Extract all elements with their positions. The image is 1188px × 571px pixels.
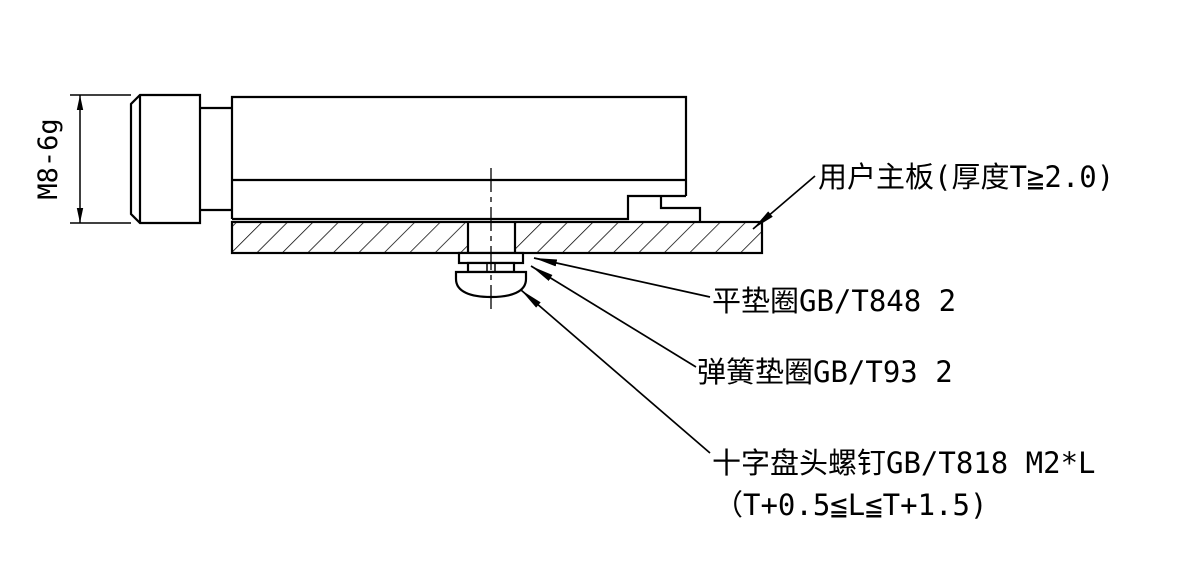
pcb-hatch-left xyxy=(233,223,467,252)
connector-cap xyxy=(129,93,202,225)
user-mainboard xyxy=(230,220,764,255)
body-outline xyxy=(230,95,688,219)
dim-arrow-bottom-icon xyxy=(76,208,84,223)
pcb-hatch-right xyxy=(516,223,761,252)
screw-hole-walls xyxy=(466,222,517,253)
callout-flat-washer: 平垫圈GB/T848 2 xyxy=(533,257,956,318)
screw-length-label: （T+0.5≦L≦T+1.5) xyxy=(714,488,987,522)
screw-label: 十字盘头螺钉GB/T818 M2*L xyxy=(712,446,1096,480)
connector xyxy=(129,93,232,225)
dim-arrow-top-icon xyxy=(76,95,84,110)
leader-spring-washer xyxy=(530,265,697,368)
device-body xyxy=(230,95,702,221)
callout-board: 用户主板(厚度T≧2.0) xyxy=(752,160,1114,230)
spring-washer-label: 弹簧垫圈GB/T93 2 xyxy=(697,355,953,389)
m8-dimension: M8-6g xyxy=(33,94,131,224)
leader-screw xyxy=(520,289,711,454)
dimension-label: M8-6g xyxy=(33,118,64,199)
callout-spring-washer: 弹簧垫圈GB/T93 2 xyxy=(530,265,953,389)
body-bottom xyxy=(232,194,686,221)
spring-washer-split xyxy=(486,263,496,272)
leader-board xyxy=(752,175,816,230)
flat-washer-label: 平垫圈GB/T848 2 xyxy=(712,284,956,318)
connector-neck xyxy=(200,106,232,212)
board-label: 用户主板(厚度T≧2.0) xyxy=(818,160,1114,194)
leader-flat-washer xyxy=(533,257,711,298)
callout-screw: 十字盘头螺钉GB/T818 M2*L （T+0.5≦L≦T+1.5) xyxy=(520,289,1096,522)
mounting-bracket xyxy=(659,196,702,221)
